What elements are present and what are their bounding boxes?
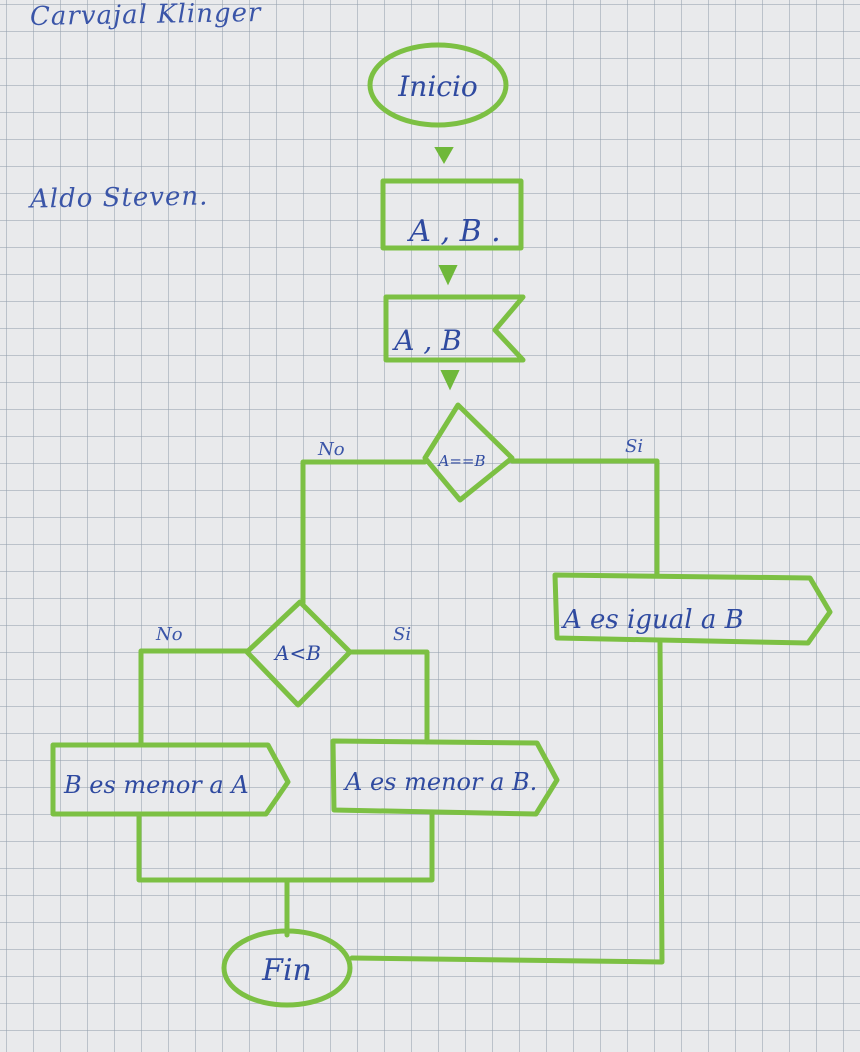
equal-to-end-path (349, 640, 665, 965)
decision-equal-diamond (422, 402, 515, 503)
end-terminator (221, 928, 353, 1008)
decision-less-label: A<B (273, 641, 321, 665)
equal-yes-label: Si (625, 436, 643, 457)
a-less-result-box (330, 738, 560, 817)
less-yes-path (347, 649, 430, 745)
end-label: Fin (261, 953, 312, 988)
less-no-path (138, 648, 250, 748)
b-less-result-label: B es menor a A (63, 771, 249, 799)
decision-less-diamond (244, 599, 353, 708)
equal-no-path (300, 459, 428, 606)
less-yes-label: Si (393, 624, 411, 645)
arrow-down-1 (434, 147, 454, 165)
input-box (380, 178, 524, 251)
display-label: A , B (391, 324, 462, 357)
equal-yes-path (509, 458, 660, 578)
input-label: A , B . (406, 214, 500, 249)
b-less-result-box (50, 742, 291, 817)
start-terminator (367, 42, 509, 128)
start-label: Inicio (397, 70, 478, 103)
equal-no-label: No (317, 439, 345, 460)
arrow-down-2 (438, 265, 458, 286)
equal-result-box (552, 572, 833, 646)
a-less-result-label: A es menor a B. (343, 768, 537, 796)
decision-equal-label: A==B (437, 452, 486, 470)
display-box (383, 294, 526, 363)
arrow-down-3 (440, 370, 460, 391)
join-path (136, 809, 435, 883)
equal-result-label: A es igual a B (561, 605, 744, 635)
less-no-label: No (155, 624, 183, 645)
